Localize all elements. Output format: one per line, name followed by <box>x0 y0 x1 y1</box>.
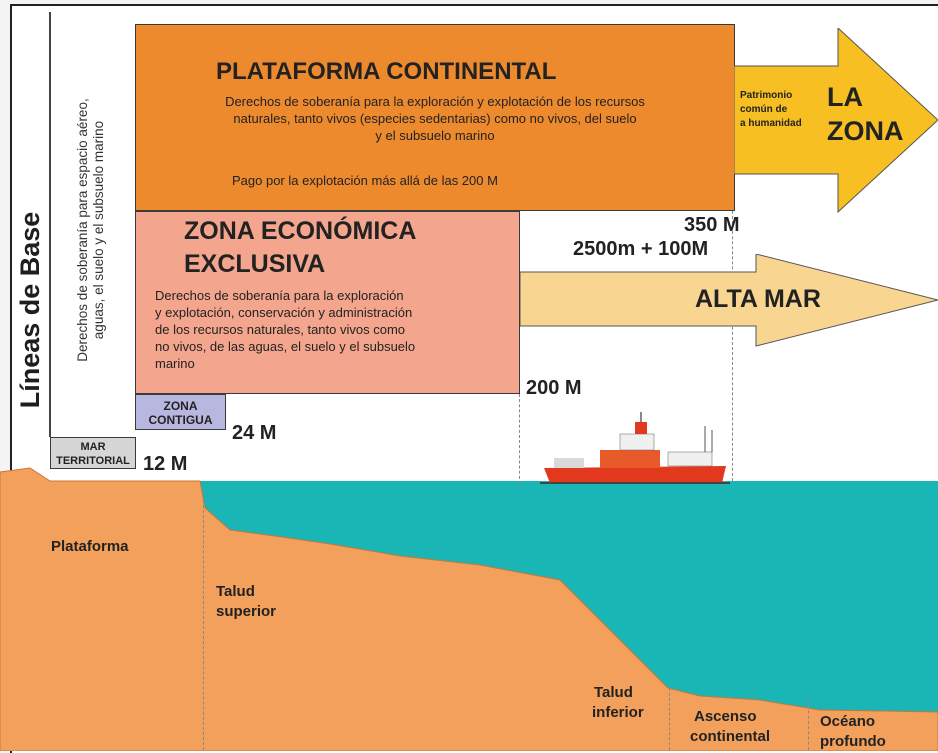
la-zona-arrow-shape <box>734 28 938 213</box>
baselines-label: Líneas de Base <box>0 170 50 470</box>
zona-contigua-label-2: CONTIGUA <box>148 413 213 427</box>
zee-desc-5: marino <box>155 356 195 371</box>
plataforma-continental-desc-2: naturales, tanto vivos (especies sedenta… <box>233 111 637 126</box>
zee-desc-1: Derechos de soberanía para la exploració… <box>155 288 404 303</box>
la-zona-arrow <box>734 28 938 213</box>
plataforma-continental-title: PLATAFORMA CONTINENTAL <box>216 58 557 85</box>
seabed-divider-ascenso <box>808 700 809 750</box>
zee-title-2: EXCLUSIVA <box>184 250 326 278</box>
plataforma-continental-desc-1: Derechos de soberanía para la exploració… <box>225 94 645 109</box>
zee-desc-2: y explotación, conservación y administra… <box>155 305 413 320</box>
mar-territorial-label-2: TERRITORIAL <box>56 455 130 467</box>
distance-2500m: 2500m + 100M <box>573 238 709 260</box>
ship-icon <box>540 412 730 484</box>
seabed-oceano-label-2: profundo <box>820 733 886 750</box>
mar-territorial-zone: MAR TERRITORIAL <box>50 437 136 469</box>
mar-territorial-label-1: MAR <box>80 441 106 453</box>
seabed-divider-talud-inferior <box>669 688 670 750</box>
seabed-talud-inferior-label-2: inferior <box>592 704 644 721</box>
alta-mar-arrow-shape <box>520 254 938 347</box>
boundary-line-200m <box>519 394 520 484</box>
plataforma-continental-desc-3: y el subsuelo marino <box>375 128 495 143</box>
zee-desc-3: de los recursos naturales, tanto vivos c… <box>155 322 406 337</box>
alta-mar-label: ALTA MAR <box>695 285 821 313</box>
zona-contigua-label-1: ZONA <box>163 399 198 413</box>
airspace-rights: Derechos de soberanía para espacio aéreo… <box>60 40 130 420</box>
seabed-oceano-label-1: Océano <box>820 713 876 730</box>
seabed <box>0 467 938 751</box>
seabed-divider-plataforma <box>203 500 204 750</box>
distance-24m: 24 M <box>232 422 277 444</box>
plataforma-continental-payment: Pago por la explotación más allá de las … <box>232 173 498 188</box>
boundary-line-350m <box>732 211 733 481</box>
la-zona-small-1: Patrimonio <box>740 90 793 101</box>
distance-350m: 350 M <box>684 214 740 236</box>
distance-200m: 200 M <box>526 377 582 399</box>
zee-title-1: ZONA ECONÓMICA <box>184 217 417 245</box>
la-zona-big-2: ZONA <box>827 116 904 146</box>
la-zona-small-3: a humanidad <box>740 118 802 129</box>
baselines-label-text: Líneas de Base <box>15 211 45 409</box>
seabed-ascenso-label-1: Ascenso <box>694 708 757 725</box>
zona-contigua-zone: ZONA CONTIGUA <box>135 394 226 430</box>
seabed-ascenso-label-2: continental <box>690 728 771 745</box>
seabed-talud-superior-label-2: superior <box>216 603 277 620</box>
plataforma-continental-zone: PLATAFORMA CONTINENTAL Derechos de sober… <box>135 24 735 211</box>
alta-mar-arrow <box>520 254 938 347</box>
seabed-talud-superior-label-1: Talud <box>216 583 255 600</box>
airspace-rights-line-1: Derechos de soberanía para espacio aéreo… <box>75 98 90 362</box>
baseline-line <box>49 12 51 437</box>
airspace-rights-line-2: aguas, el suelo y el subsuelo marino <box>91 120 106 340</box>
seabed-plataforma-label: Plataforma <box>51 538 129 555</box>
zee-desc-4: no vivos, de las aguas, el suelo y el su… <box>155 339 416 354</box>
distance-12m: 12 M <box>143 453 188 475</box>
la-zona-small-2: común de <box>740 104 788 115</box>
seabed-talud-inferior-label-1: Talud <box>594 684 633 701</box>
la-zona-big-1: LA <box>827 82 863 112</box>
zee-zone: ZONA ECONÓMICA EXCLUSIVA Derechos de sob… <box>135 211 520 394</box>
